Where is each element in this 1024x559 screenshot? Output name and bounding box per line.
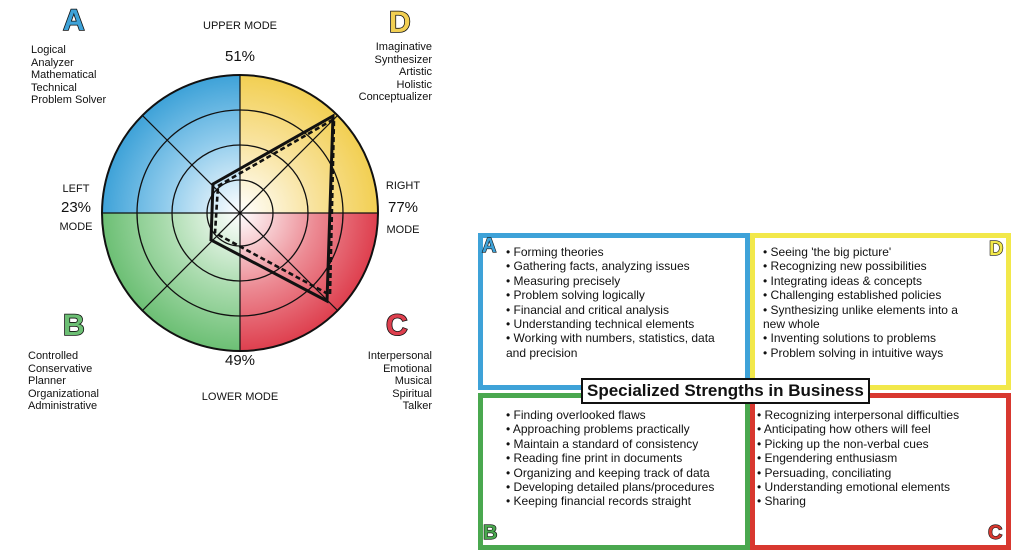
left-mode-percent: 23% bbox=[60, 199, 92, 216]
quadrant-letter-c: C bbox=[385, 308, 408, 343]
right-mode-percent: 77% bbox=[387, 199, 419, 216]
strengths-letter-b: B bbox=[482, 521, 498, 544]
profile-solid bbox=[209, 113, 335, 304]
strengths-letter-a: A bbox=[481, 234, 497, 257]
quadrant-b-traits: Controlled Conservative Planner Organiza… bbox=[28, 350, 99, 413]
right-mode-word: MODE bbox=[386, 224, 420, 236]
left-mode-word: MODE bbox=[59, 221, 93, 233]
strengths-letter-c: C bbox=[987, 521, 1003, 544]
strengths-quadrant-d bbox=[750, 233, 1011, 390]
strengths-title: Specialized Strengths in Business bbox=[581, 378, 870, 404]
strengths-quadrant-b bbox=[478, 393, 750, 550]
strengths-list-c: • Recognizing interpersonal difficulties… bbox=[757, 408, 960, 509]
profile-dashed bbox=[213, 116, 336, 298]
quadrant-circle-chart bbox=[101, 74, 379, 352]
strengths-quadrant-c bbox=[750, 393, 1011, 550]
upper-mode-label: UPPER MODE bbox=[203, 20, 277, 32]
quadrant-c-traits: Interpersonal Emotional Musical Spiritua… bbox=[367, 350, 432, 413]
lower-mode-label: LOWER MODE bbox=[201, 391, 279, 403]
right-mode-label: RIGHT bbox=[385, 180, 421, 192]
lower-mode-percent: 49% bbox=[224, 352, 256, 369]
strengths-list-a: • Forming theories • Gathering facts, an… bbox=[506, 245, 715, 360]
strengths-letter-d: D bbox=[988, 237, 1004, 260]
upper-mode-percent: 51% bbox=[224, 48, 256, 65]
strengths-list-d: • Seeing 'the big picture' • Recognizing… bbox=[763, 245, 958, 360]
left-mode-label: LEFT bbox=[62, 183, 90, 195]
quadrant-letter-a: A bbox=[62, 3, 85, 38]
axis-lines bbox=[102, 75, 378, 351]
strengths-list-b: • Finding overlooked flaws • Approaching… bbox=[506, 408, 715, 509]
quadrant-a-traits: Logical Analyzer Mathematical Technical … bbox=[31, 44, 107, 107]
quadrant-letter-b: B bbox=[62, 308, 85, 343]
quadrant-letter-d: D bbox=[388, 5, 411, 40]
quadrant-d-traits: Imaginative Synthesizer Artistic Holisti… bbox=[358, 41, 432, 104]
